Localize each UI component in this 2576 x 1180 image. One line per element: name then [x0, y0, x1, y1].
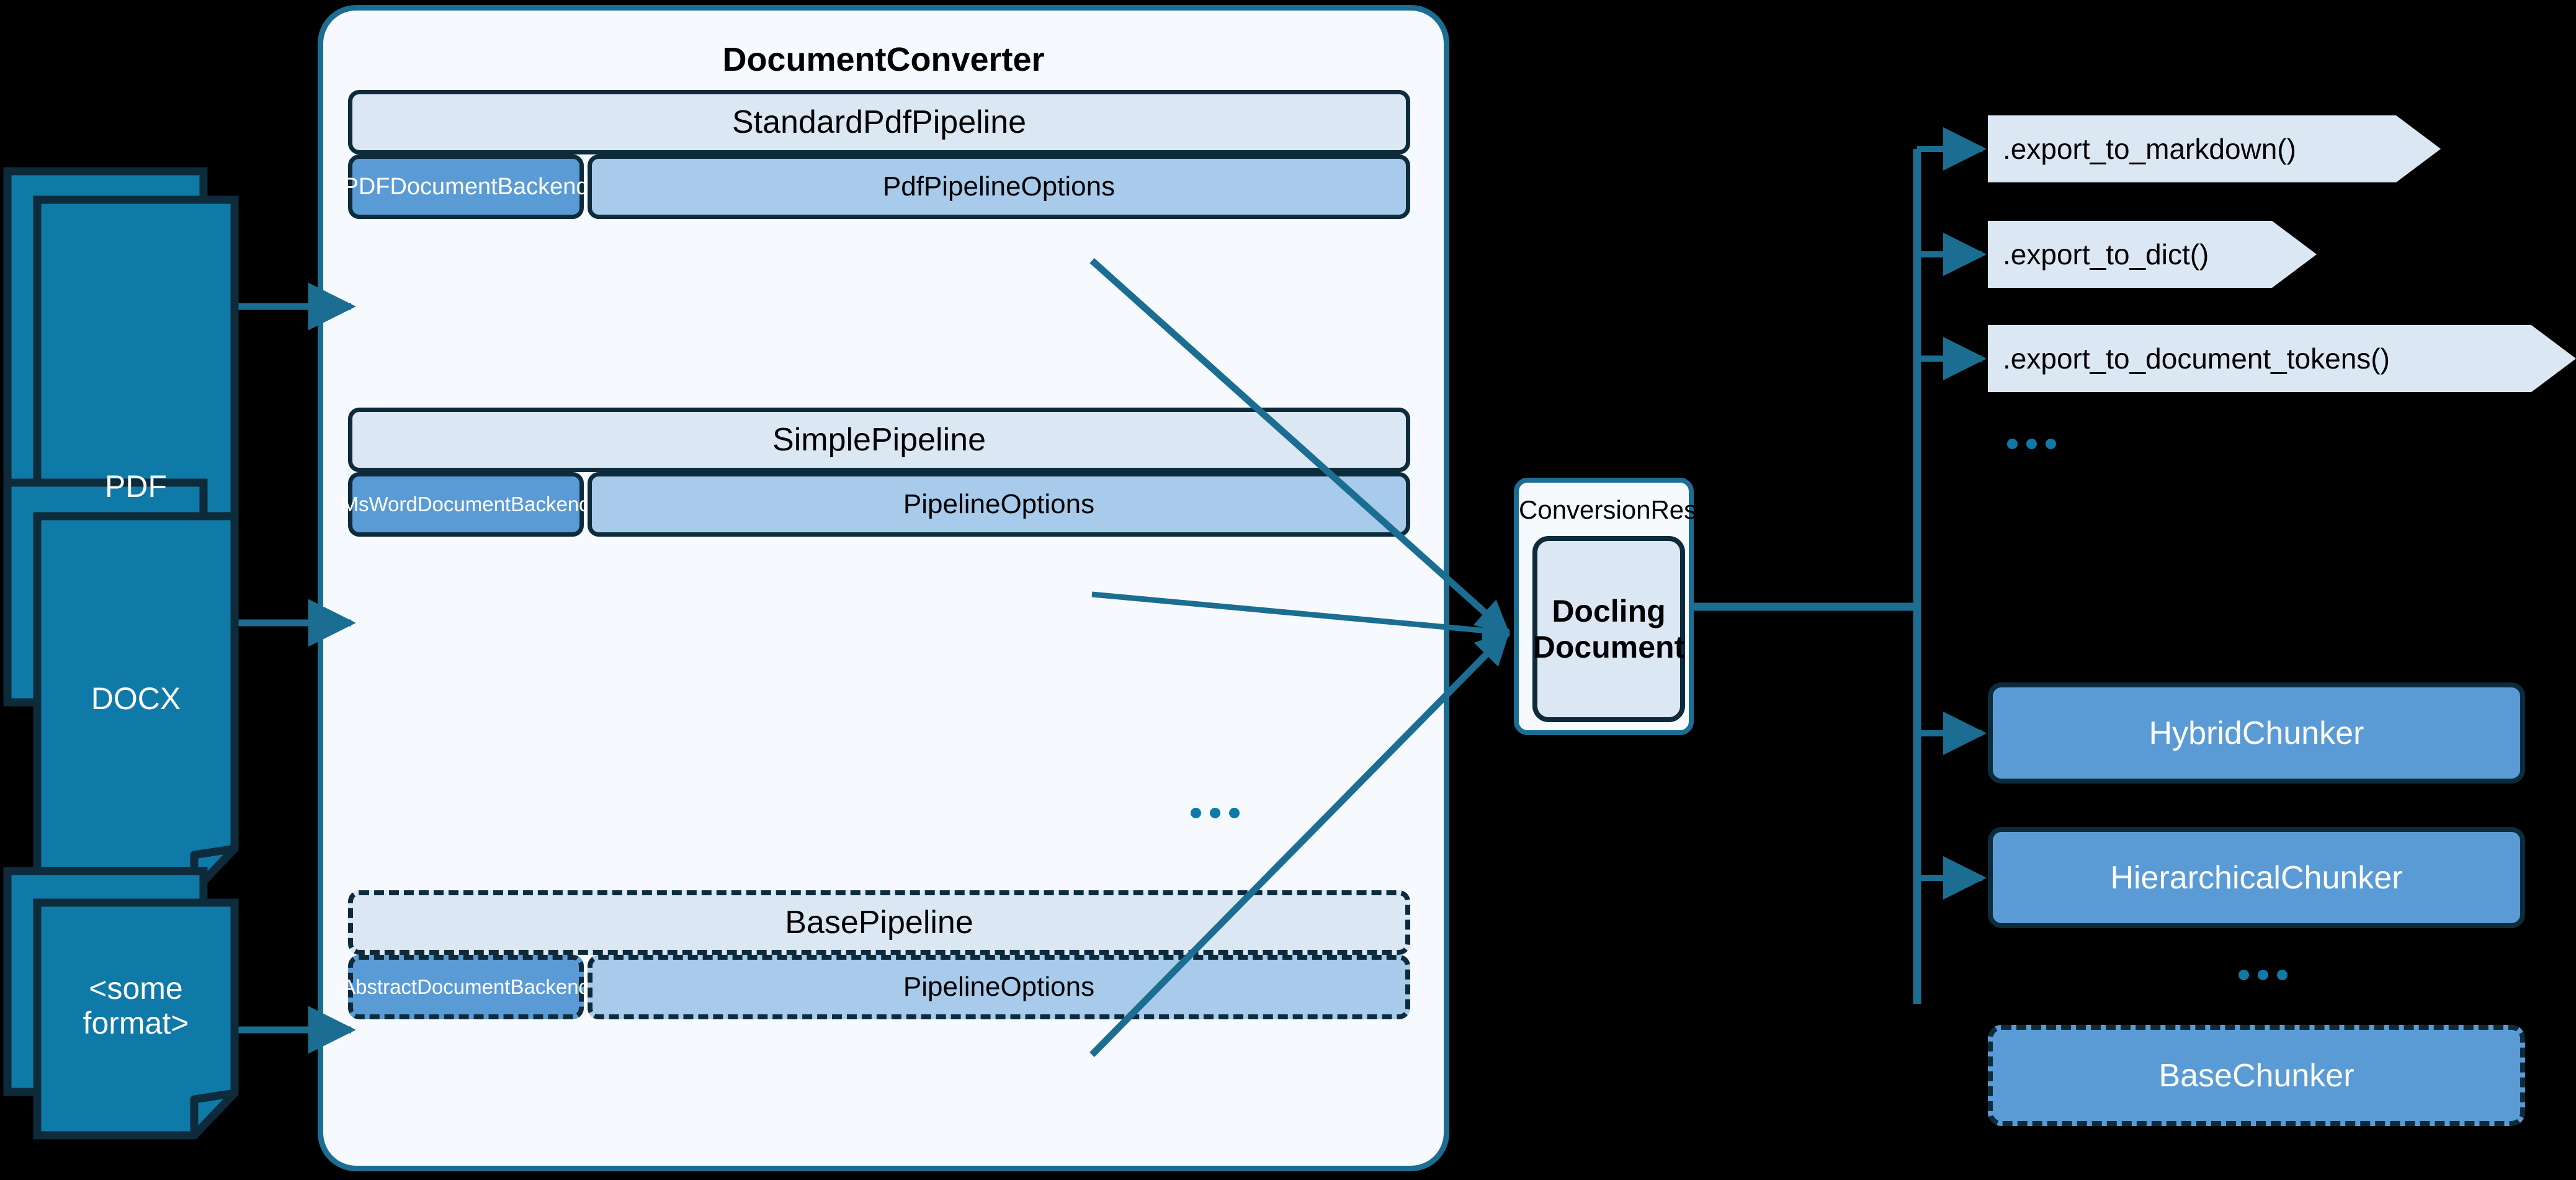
- base-chunker-label: BaseChunker: [2158, 1057, 2355, 1094]
- dot: [2238, 970, 2249, 980]
- pipeline-standard-pdf[interactable]: StandardPdfPipeline PDFDocumentBackend P…: [342, 90, 1410, 219]
- export-to-document-tokens-label: .export_to_document_tokens(): [2003, 342, 2390, 375]
- docx-document-icon: DOCX: [37, 516, 235, 891]
- export-to-document-tokens-chevron[interactable]: .export_to_document_tokens(): [1988, 325, 2576, 392]
- backend-abstract-document[interactable]: AbstractDocumentBackend: [342, 955, 590, 1019]
- pipeline-base-title: BasePipeline: [348, 890, 1410, 955]
- options-pipeline-base[interactable]: PipelineOptions: [588, 955, 1410, 1019]
- document-converter-panel: DocumentConverter StandardPdfPipeline PD…: [318, 5, 1449, 1171]
- export-to-markdown-label: .export_to_markdown(): [2003, 133, 2296, 165]
- export-to-dict-chevron[interactable]: .export_to_dict(): [1988, 221, 2317, 288]
- conversion-result-box: ConversionResult Docling Document: [1514, 478, 1725, 735]
- export-to-dict-label: .export_to_dict(): [2003, 238, 2209, 270]
- docx-document-label: DOCX: [91, 681, 181, 716]
- dot: [2007, 439, 2018, 449]
- pipeline-base-row: AbstractDocumentBackend PipelineOptions: [342, 955, 1410, 1019]
- export-to-markdown-chevron[interactable]: .export_to_markdown(): [1988, 115, 2441, 182]
- dot: [2046, 439, 2056, 449]
- pipelines-ellipsis: [1191, 808, 1240, 818]
- pdf-document-label: PDF: [105, 469, 167, 504]
- options-pdf-pipeline[interactable]: PdfPipelineOptions: [588, 154, 1410, 219]
- dot: [1191, 808, 1201, 818]
- dot: [2277, 970, 2288, 980]
- pipeline-simple-row: MsWordDocumentBackend PipelineOptions: [341, 472, 1410, 537]
- hybrid-chunker-box[interactable]: HybridChunker: [1988, 682, 2525, 784]
- wire-result-trunk: [1694, 149, 1921, 1004]
- dot: [1229, 808, 1240, 818]
- hybrid-chunker-label: HybridChunker: [2149, 715, 2364, 751]
- conversion-result-label: ConversionResult: [1519, 495, 1725, 524]
- pipeline-standard-pdf-row: PDFDocumentBackend PdfPipelineOptions: [342, 154, 1410, 219]
- dot: [2258, 970, 2268, 980]
- hierarchical-chunker-label: HierarchicalChunker: [2110, 859, 2403, 896]
- document-converter-title: DocumentConverter: [722, 41, 1045, 78]
- options-pipeline-simple[interactable]: PipelineOptions: [588, 472, 1410, 537]
- docling-document-box[interactable]: Docling Document: [1532, 536, 1685, 722]
- some-format-document-icon: <some format>: [37, 903, 235, 1135]
- dot: [2026, 439, 2037, 449]
- chunkers-ellipsis: [2238, 970, 2288, 980]
- some-format-document-label: <some format>: [83, 971, 189, 1040]
- pipeline-simple[interactable]: SimplePipeline MsWordDocumentBackend Pip…: [341, 408, 1410, 537]
- dot: [1210, 808, 1220, 818]
- base-chunker-box[interactable]: BaseChunker: [1988, 1025, 2525, 1126]
- hierarchical-chunker-box[interactable]: HierarchicalChunker: [1988, 827, 2525, 928]
- pipeline-base[interactable]: BasePipeline AbstractDocumentBackend Pip…: [342, 890, 1410, 1019]
- backend-msword-document[interactable]: MsWordDocumentBackend: [341, 472, 591, 537]
- pipeline-simple-title: SimplePipeline: [348, 408, 1410, 472]
- backend-pdf-document[interactable]: PDFDocumentBackend: [342, 154, 589, 219]
- exports-ellipsis: [2007, 439, 2056, 449]
- pipeline-standard-pdf-title: StandardPdfPipeline: [348, 90, 1410, 154]
